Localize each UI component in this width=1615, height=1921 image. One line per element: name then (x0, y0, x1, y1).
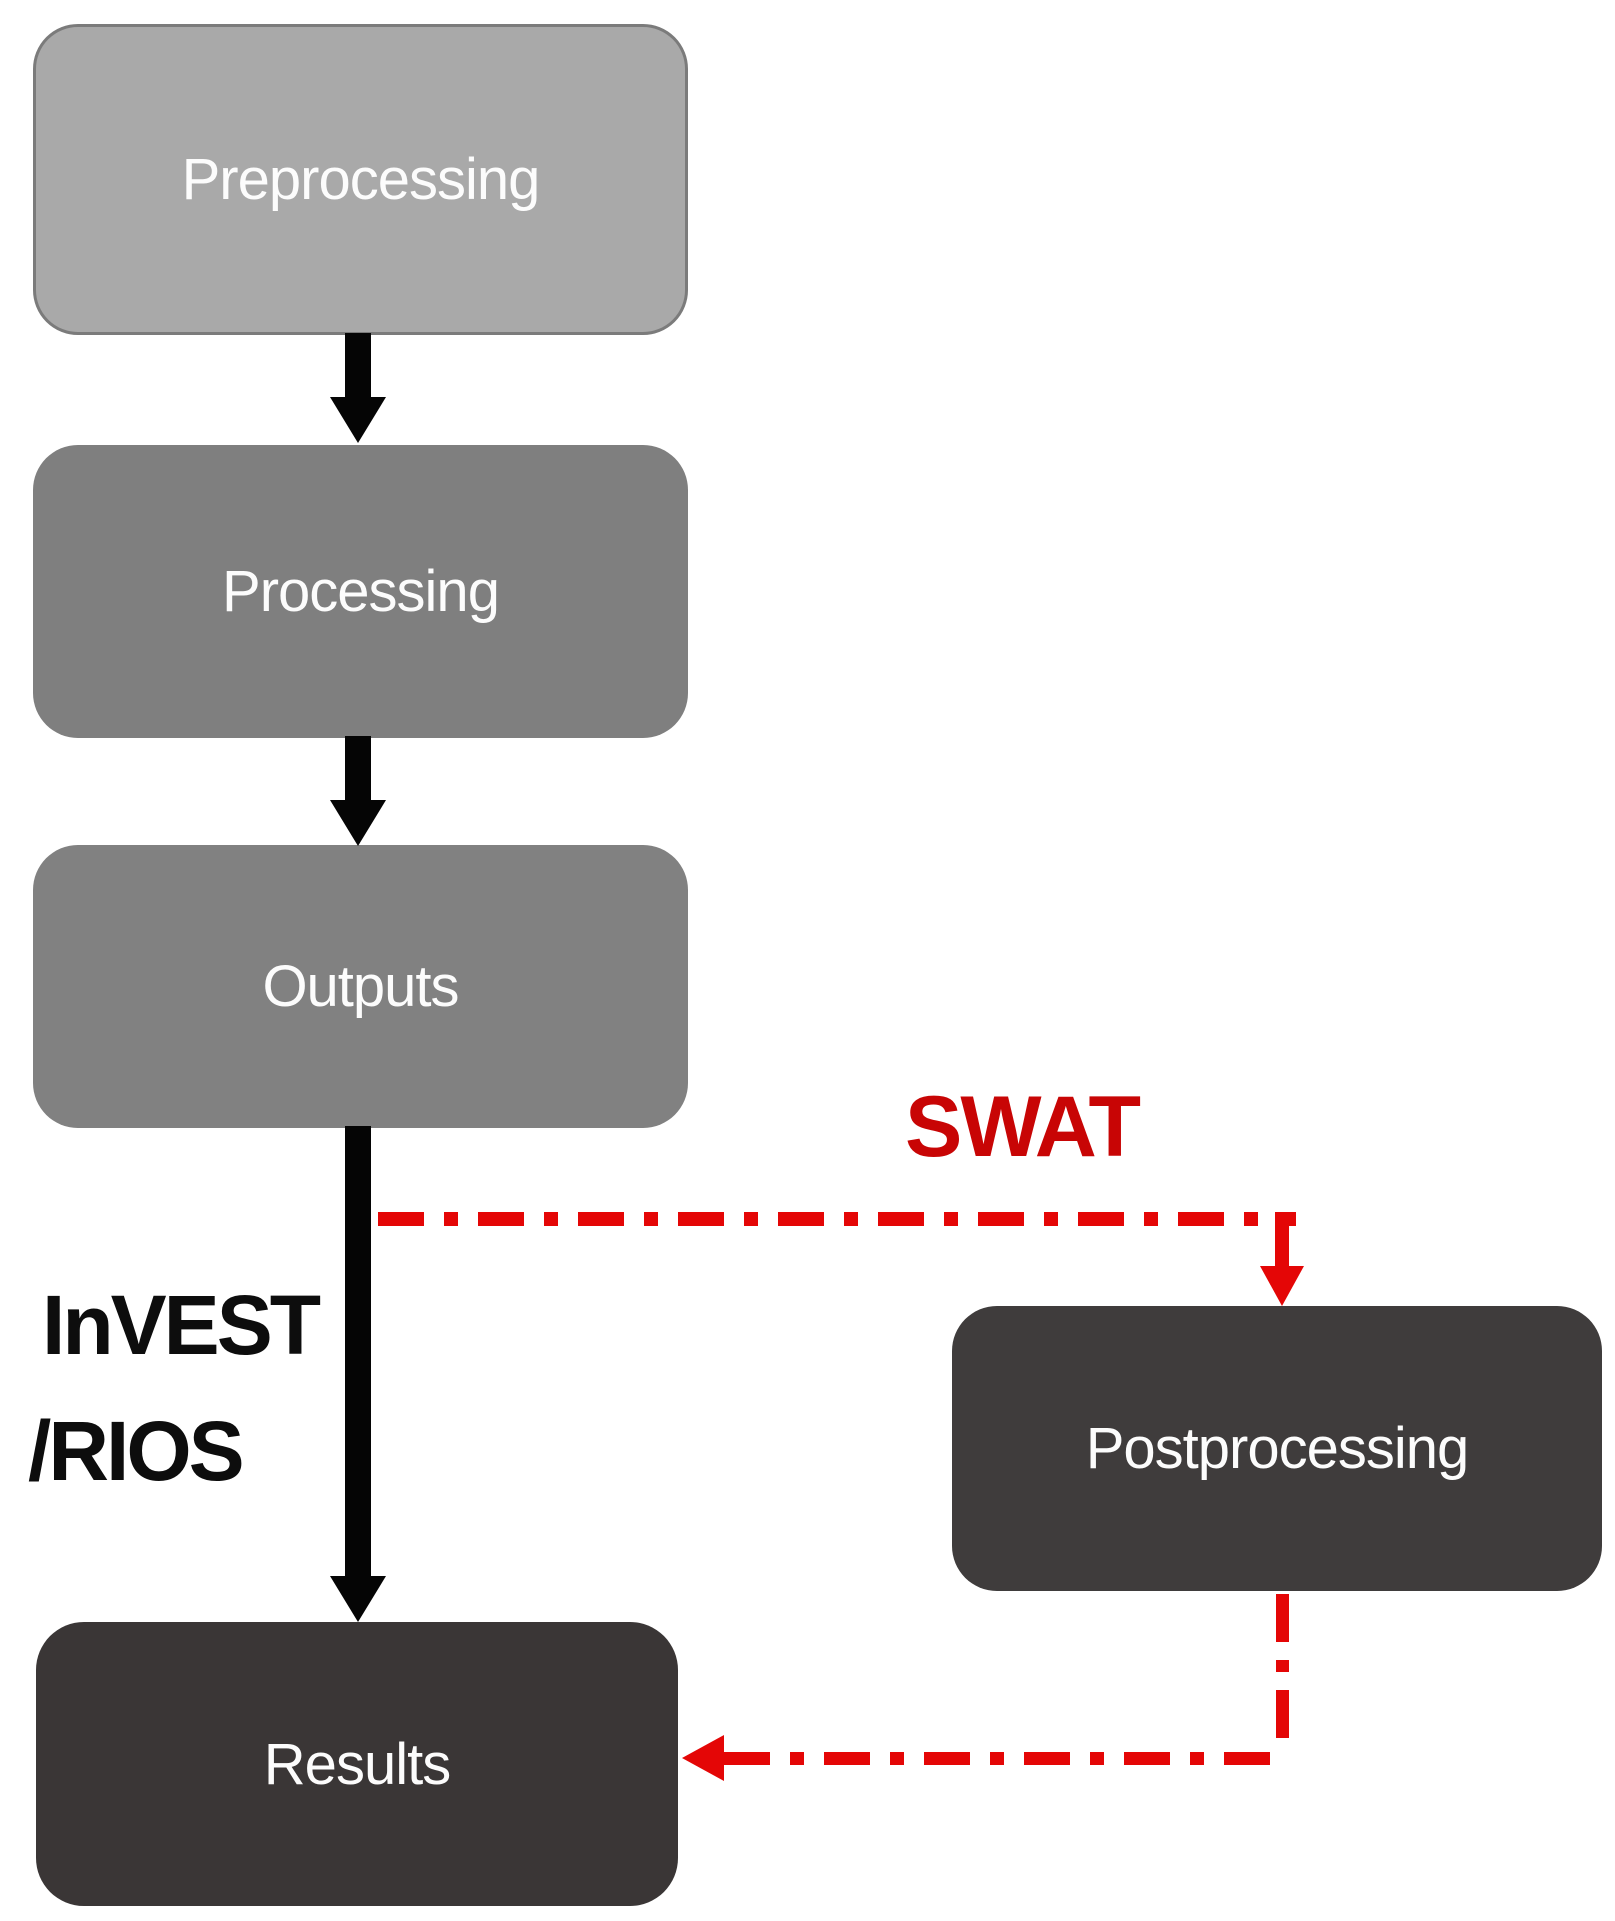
arrow-processing-to-outputs-icon (330, 736, 386, 846)
arrow-shaft (345, 736, 371, 802)
arrow-head-down-icon (1260, 1266, 1304, 1306)
arrow-shaft (345, 333, 371, 399)
node-outputs-label: Outputs (262, 954, 459, 1019)
arrow-head-down-icon (330, 800, 386, 846)
node-outputs: Outputs (33, 845, 688, 1128)
edge-label-invest-line2: /RIOS (28, 1404, 245, 1498)
node-preprocessing-label: Preprocessing (181, 147, 541, 212)
arrow-shaft (1275, 1212, 1289, 1268)
dashdot-line-outputs-to-postprocessing (378, 1212, 1296, 1226)
node-results-label: Results (263, 1731, 451, 1797)
arrow-outputs-to-results-icon (330, 1126, 386, 1622)
arrow-head-left-into-results-icon (682, 1735, 724, 1781)
node-results: Results (36, 1622, 678, 1906)
node-processing: Processing (33, 445, 688, 738)
arrow-head-down-icon (330, 1576, 386, 1622)
edge-label-swat: SWAT (905, 1079, 1141, 1175)
arrow-into-postprocessing-icon (1260, 1212, 1304, 1306)
dashdot-line-postprocessing-drop (1276, 1594, 1289, 1752)
node-processing-label: Processing (222, 559, 500, 624)
arrow-preprocessing-to-processing-icon (330, 333, 386, 443)
dashdot-line-postprocessing-to-results (724, 1752, 1284, 1765)
node-preprocessing: Preprocessing (33, 24, 688, 335)
arrow-shaft (345, 1126, 371, 1578)
edge-label-invest-line1: InVEST (42, 1278, 321, 1372)
edge-label-invest-rios: InVEST /RIOS (28, 1262, 321, 1514)
node-postprocessing-label: Postprocessing (1085, 1416, 1470, 1481)
node-postprocessing: Postprocessing (952, 1306, 1602, 1591)
arrow-head-down-icon (330, 397, 386, 443)
